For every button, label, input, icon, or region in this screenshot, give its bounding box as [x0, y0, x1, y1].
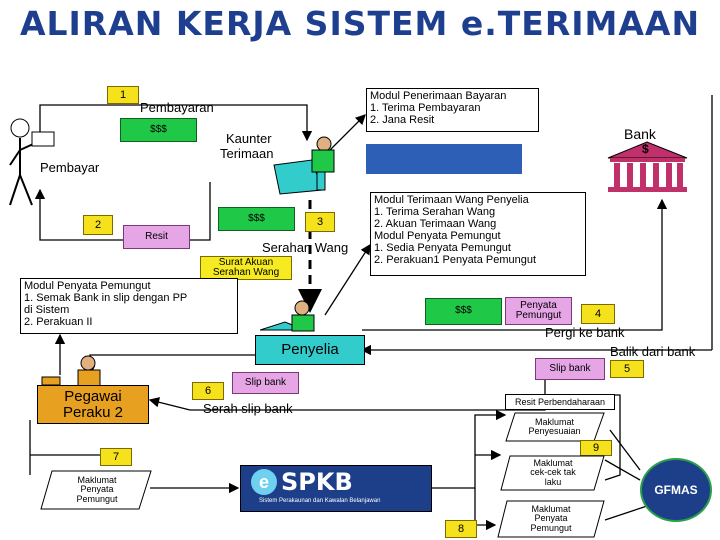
step-6-badge: 6	[192, 382, 224, 400]
step-2-badge: 2	[83, 215, 113, 235]
gfmas-text: GFMAS	[654, 483, 698, 497]
modul-terimaan-line: 2. Perakuan1 Penyata Pemungut	[374, 254, 537, 266]
slip-bank-text-2: Slip bank	[244, 376, 287, 388]
step-8-badge: 8	[445, 520, 477, 538]
p7-line: Penyata	[80, 484, 114, 495]
resit-text: Resit	[145, 230, 168, 242]
bank-dollar: $	[642, 142, 649, 156]
p-cek-line: cek-cek tak	[530, 467, 576, 478]
p8-line: Pemungut	[530, 522, 572, 533]
modul-terimaan-line: Modul Terimaan Wang Penyelia	[374, 194, 529, 206]
money-document: $$$	[120, 118, 197, 142]
maklumat-penyata-7: Maklumat Penyata Pemungut	[52, 471, 142, 509]
pegawai-text: Pegawai	[64, 387, 122, 405]
serah-slip-bank-label: Serah slip bank	[203, 401, 293, 416]
surat-akuan-text: Surat Akuan	[218, 256, 274, 268]
money-text-3: $$$	[455, 305, 472, 317]
modul-pemungut-box: Modul Penyata Pemungut 1. Semak Bank in …	[20, 278, 238, 334]
espkb-title: SPKB	[281, 468, 353, 496]
step-4-badge: 4	[581, 304, 615, 324]
p-penyesuaian-line: Maklumat	[534, 416, 574, 427]
espkb-subtitle: Sistem Perakaunan dan Kawalan Belanjawan	[259, 498, 381, 504]
penyelia-person-icon	[260, 300, 315, 332]
bank-label: Bank	[624, 126, 656, 142]
modul-penerimaan-box: Modul Penerimaan Bayaran 1. Terima Pemba…	[366, 88, 539, 132]
p-cek-line: Maklumat	[533, 457, 573, 468]
money-text: $$$	[150, 123, 167, 135]
penyelia-box: Penyelia	[255, 335, 365, 365]
serahan-wang-text: Serahan Wang	[212, 267, 280, 278]
pemungut-text: Pemungut	[515, 310, 562, 321]
pembayar-label: Pembayar	[40, 160, 100, 175]
peraku2-text: Peraku 2	[62, 403, 124, 421]
p-penyesuaian-line: Penyesuaian	[528, 426, 581, 436]
espkb-logo: e SPKB Sistem Perakaunan dan Kawalan Bel…	[240, 465, 432, 512]
blue-placeholder-box	[366, 144, 522, 174]
modul-pemungut-line: Modul Penyata Pemungut	[24, 280, 151, 292]
p8-line: Maklumat	[531, 503, 571, 514]
modul-penerimaan-item: 1. Terima Pembayaran	[370, 102, 481, 114]
money-text-2: $$$	[248, 212, 265, 224]
serahan-wang-label: Serahan Wang	[262, 240, 349, 255]
kaunter-label: Kaunter	[226, 131, 272, 146]
modul-terimaan-line: 2. Akuan Terimaan Wang	[374, 218, 497, 230]
p7-line: Maklumat	[77, 474, 117, 485]
maklumat-penyesuaian: Maklumat Penyesuaian	[512, 413, 597, 441]
p-cek-line: laku	[544, 476, 562, 487]
pegawai-person-icon	[41, 355, 101, 387]
kaunter-desk-icon	[273, 136, 335, 195]
parallelogram-8-shape	[497, 500, 605, 538]
penyata-pemungut-document: Penyata Pemungut	[505, 297, 572, 325]
bank-building-icon	[607, 141, 688, 192]
balik-dari-bank-label: Balik dari bank	[610, 344, 696, 359]
penyata-text: Penyata	[520, 299, 557, 311]
modul-pemungut-line: 2. Perakuan II	[24, 316, 93, 328]
pembayaran-label: Pembayaran	[140, 100, 214, 115]
modul-terimaan-box: Modul Terimaan Wang Penyelia 1. Terima S…	[370, 192, 586, 276]
slip-bank-document-2: Slip bank	[232, 372, 299, 394]
parallelogram-7-shape	[40, 470, 152, 510]
terimaan-label: Terimaan	[220, 146, 274, 161]
resit-perbendaharaan-text: Resit Perbendaharaan	[514, 397, 606, 407]
slip-bank-text: Slip bank	[549, 362, 591, 374]
step-7-badge: 7	[100, 448, 132, 466]
modul-pemungut-line: di Sistem	[24, 304, 70, 316]
step-9-badge: 9	[580, 440, 612, 456]
pegawai-peraku-box: Pegawai Peraku 2	[37, 385, 149, 424]
p7-line: Pemungut	[76, 493, 118, 504]
step-1-badge: 1	[107, 86, 139, 104]
money-document-3: $$$	[425, 298, 502, 325]
pembayar-person-icon	[9, 118, 55, 206]
step-3-badge: 3	[305, 212, 335, 232]
espkb-e-icon: e	[251, 469, 277, 495]
penyelia-text: Penyelia	[281, 341, 339, 359]
step-5-badge: 5	[610, 360, 644, 378]
modul-terimaan-line: Modul Penyata Pemungut	[374, 230, 501, 242]
page-title: ALIRAN KERJA SISTEM e.TERIMAAN	[19, 4, 701, 43]
surat-akuan-document: Surat Akuan Serahan Wang	[200, 256, 292, 280]
money-document-2: $$$	[218, 207, 295, 231]
maklumat-penyata-8: Maklumat Penyata Pemungut	[505, 501, 597, 537]
parallelogram-cek-shape	[500, 455, 605, 491]
gfmas-logo: GFMAS	[640, 458, 712, 522]
resit-perbendaharaan-box: Resit Perbendaharaan	[505, 394, 615, 410]
modul-terimaan-line: 1. Terima Serahan Wang	[374, 206, 496, 218]
pergi-ke-bank-label: Pergi ke bank	[545, 325, 625, 340]
resit-document: Resit	[123, 225, 190, 249]
p8-line: Penyata	[534, 513, 568, 524]
modul-penerimaan-item: 2. Jana Resit	[370, 114, 435, 126]
slip-bank-document: Slip bank	[535, 358, 605, 380]
modul-penerimaan-title: Modul Penerimaan Bayaran	[370, 90, 507, 102]
maklumat-cek-tak-laku: Maklumat cek-cek tak laku	[508, 456, 598, 490]
modul-terimaan-line: 1. Sedia Penyata Pemungut	[374, 242, 511, 254]
modul-pemungut-line: 1. Semak Bank in slip dengan PP	[24, 292, 188, 304]
